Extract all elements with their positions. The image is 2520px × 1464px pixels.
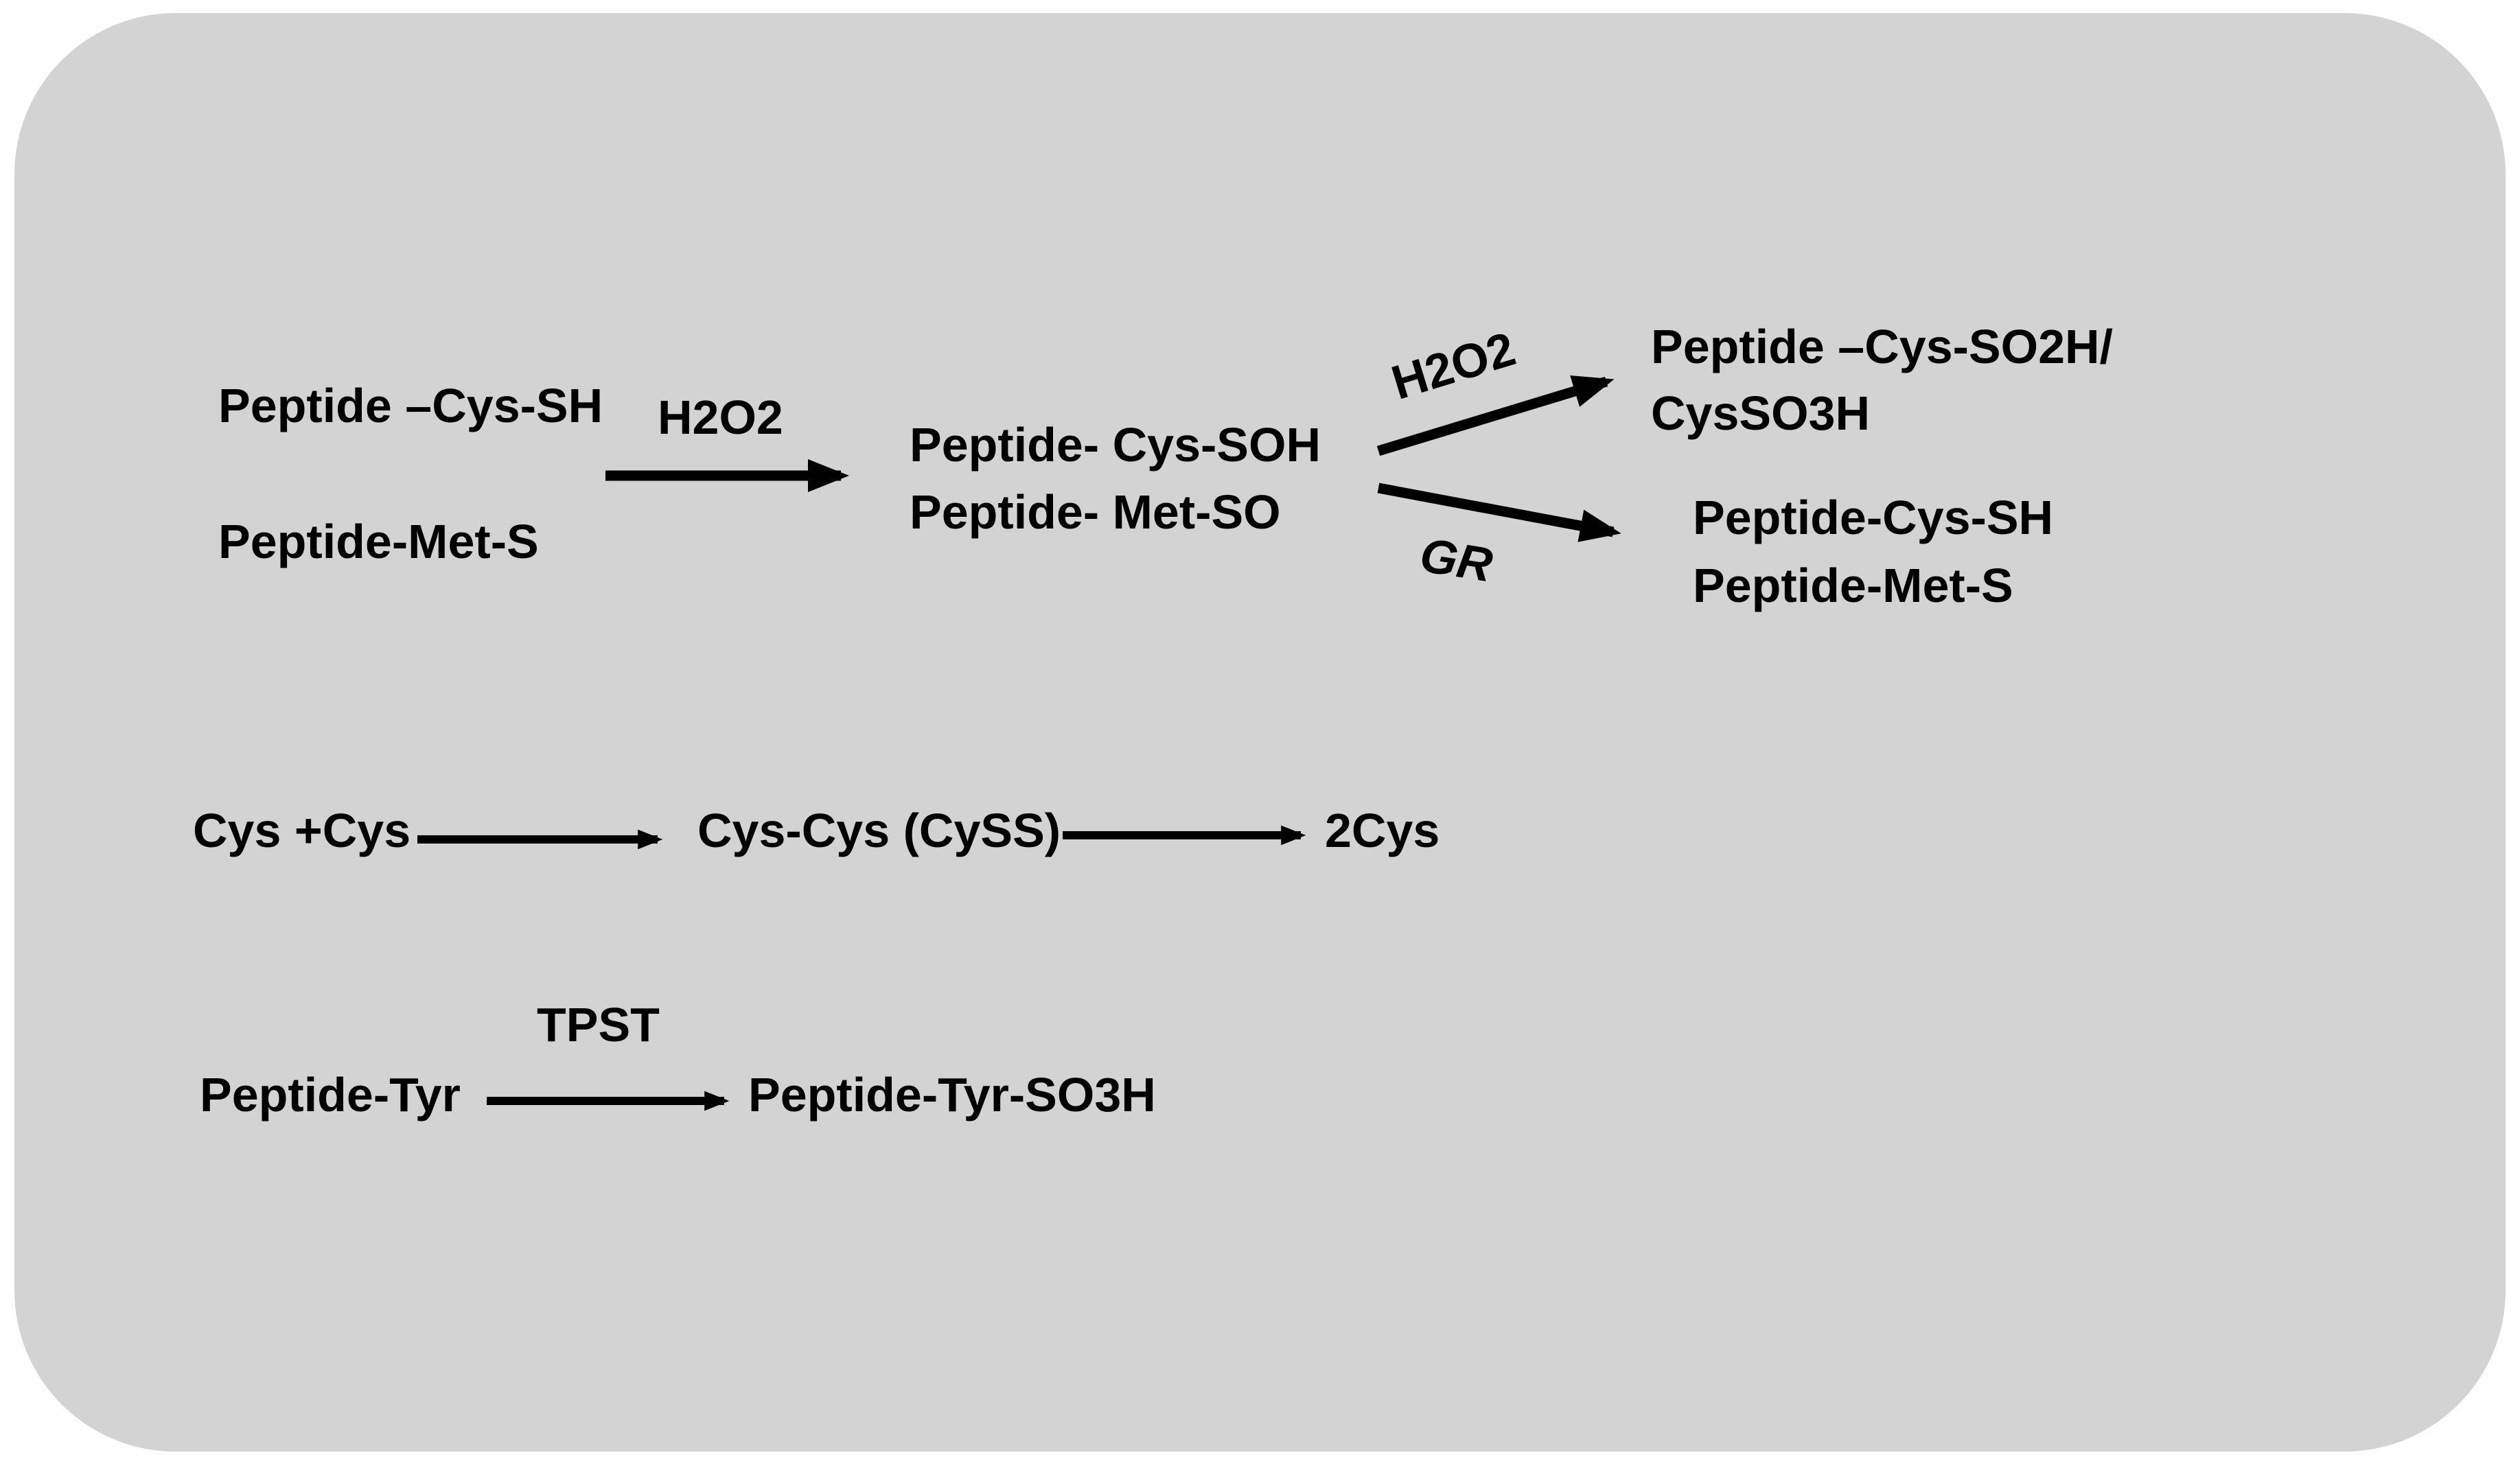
cystine-intermediate-label: Cys-Cys (CySS) [697, 804, 1061, 857]
two-cys-product-label: 2Cys [1325, 804, 1440, 857]
diagram-panel [14, 13, 2506, 1452]
peptide-tyr-so3h-label: Peptide-Tyr-SO3H [748, 1068, 1156, 1122]
branch-up-product-line2: CysSO3H [1651, 386, 1871, 440]
arrow-branch-up [1376, 375, 1615, 456]
branch-up-product-line1: Peptide –Cys-SO2H/ [1651, 320, 2113, 373]
peptide-tyr-label: Peptide-Tyr [200, 1068, 461, 1122]
branch-down-reagent-label: GR [1416, 528, 1496, 592]
substrate-cys-sh-label: Peptide –Cys-SH [218, 379, 603, 432]
reagent-h2o2-label: H2O2 [658, 391, 783, 444]
product-met-so-label: Peptide- Met-SO [910, 485, 1281, 539]
arrow-branch-down [1377, 483, 1621, 542]
branch-down-product-line2: Peptide-Met-S [1693, 559, 2013, 612]
product-cys-soh-label: Peptide- Cys-SOH [910, 418, 1321, 472]
branch-down-product-line1: Peptide-Cys-SH [1693, 491, 2054, 544]
substrate-met-s-label: Peptide-Met-S [218, 515, 539, 568]
cys-cys-reactants-label: Cys +Cys [193, 804, 411, 857]
tpst-enzyme-label: TPST [537, 998, 660, 1051]
